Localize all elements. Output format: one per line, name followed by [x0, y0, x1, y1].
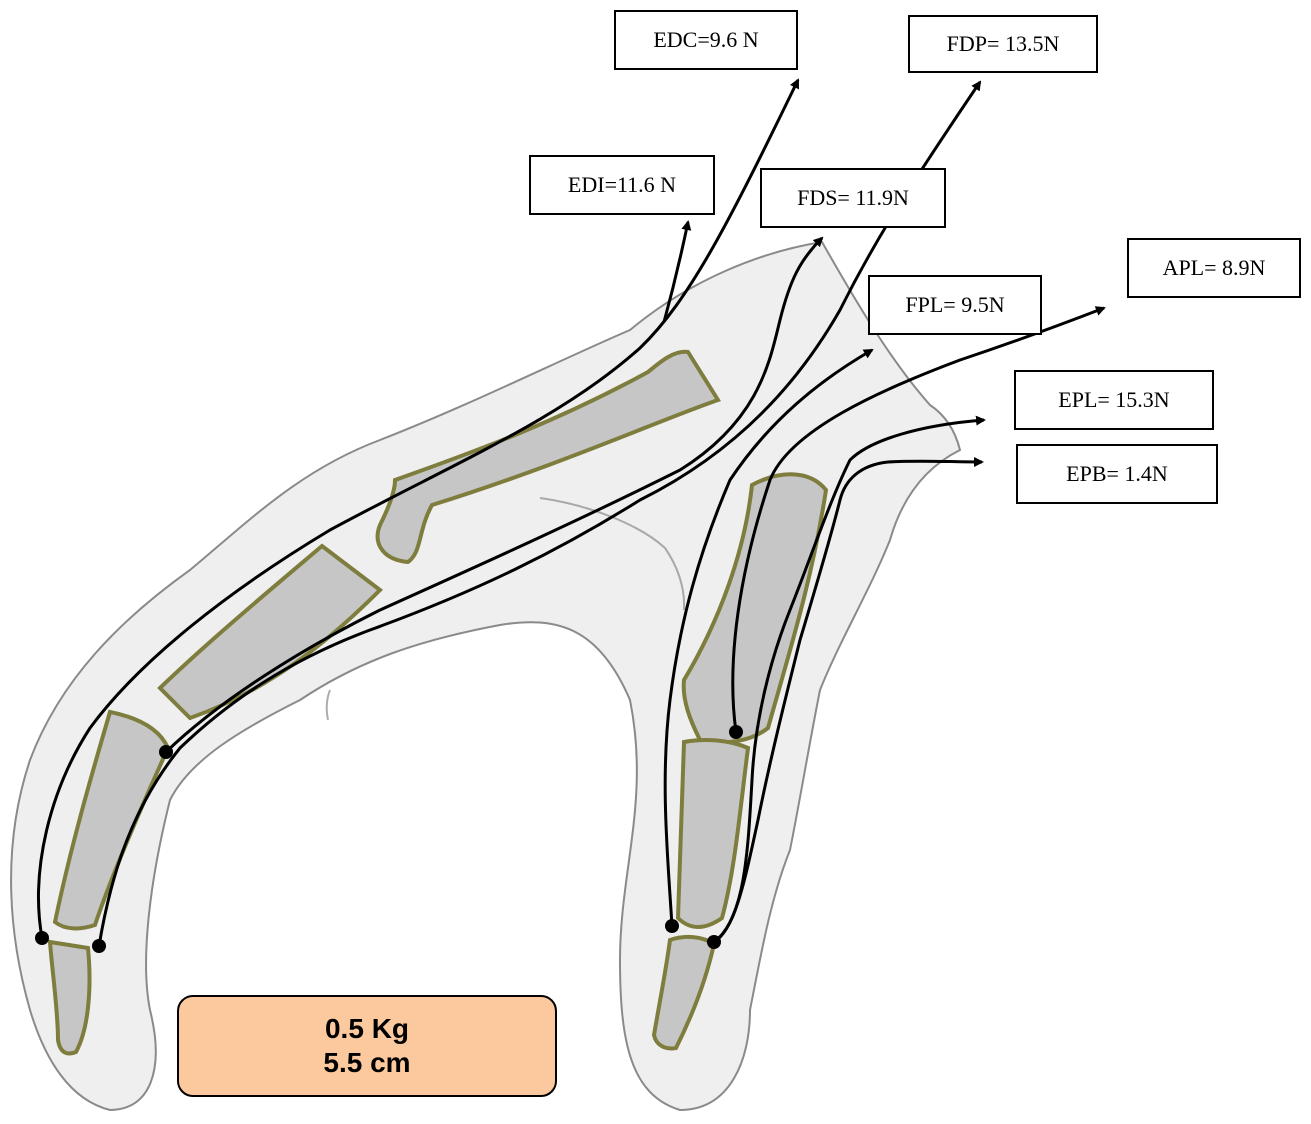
load-box: 0.5 Kg 5.5 cm — [177, 995, 557, 1097]
insertion-point-edc — [35, 931, 49, 945]
label-fdp: FDP= 13.5N — [908, 15, 1098, 73]
load-mass: 0.5 Kg — [325, 1012, 409, 1046]
label-edc: EDC=9.6 N — [614, 10, 798, 70]
label-fds: FDS= 11.9N — [760, 168, 946, 228]
insertion-point-fds — [159, 745, 173, 759]
insertion-point-epl — [707, 935, 721, 949]
label-edi: EDI=11.6 N — [529, 155, 715, 215]
label-epl: EPL= 15.3N — [1014, 370, 1214, 430]
label-epb: EPB= 1.4N — [1016, 444, 1218, 504]
label-fpl: FPL= 9.5N — [868, 275, 1042, 335]
hand-outline — [11, 242, 960, 1110]
insertion-point-apl — [729, 725, 743, 739]
insertion-point-fdp — [92, 939, 106, 953]
load-distance: 5.5 cm — [323, 1046, 410, 1080]
insertion-point-fpl — [665, 919, 679, 933]
label-apl: APL= 8.9N — [1127, 238, 1301, 298]
